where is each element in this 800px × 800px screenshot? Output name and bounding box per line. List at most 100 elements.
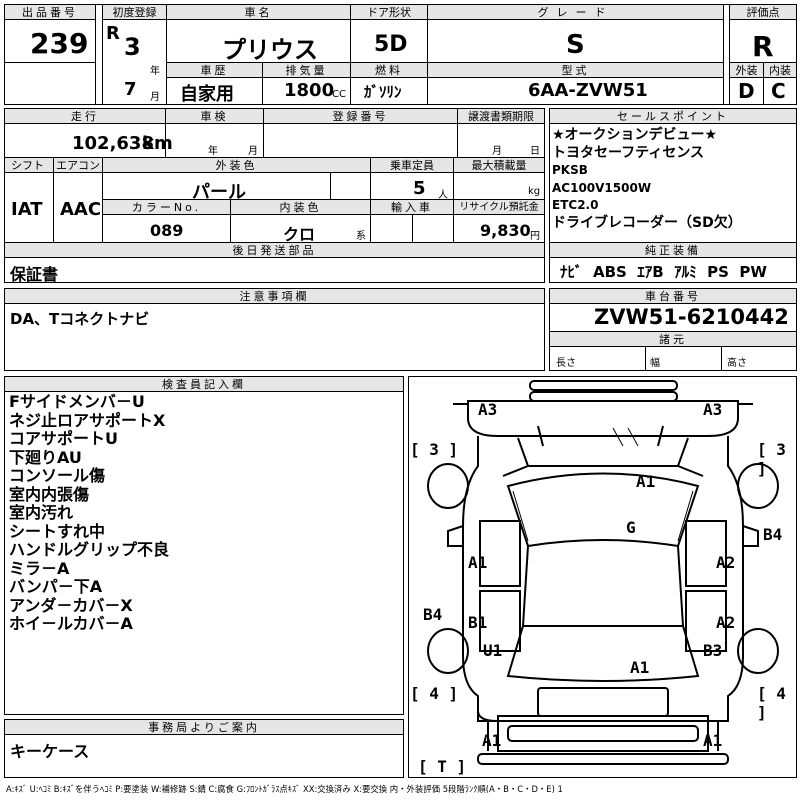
equipment-item: ABS [592, 263, 627, 281]
damage-mark: B4 [763, 525, 783, 544]
color-no-label: カラーNo. [103, 200, 230, 215]
reg-month: 7 [124, 79, 137, 100]
color-no: 089 [150, 221, 184, 240]
ac-label: エアコン [54, 158, 102, 173]
damage-mark: A2 [716, 613, 736, 632]
equipment-item: ｱﾙﾐ [674, 263, 697, 281]
office-label: 事務局よりご案内 [5, 720, 403, 735]
equipment-list: ﾅﾋﾞ ABS ｴｱB ｱﾙﾐ PS PW [560, 261, 767, 282]
legend: A:ｷｽﾞ U:ﾍｺﾐ B:ｷｽﾞを伴うﾍｺﾐ P:要塗装 W:補修跡 S:錆 … [6, 784, 563, 794]
reg-no-label: 登録番号 [264, 109, 457, 124]
equipment-label: 純正装備 [550, 243, 796, 258]
damage-mark: U1 [483, 641, 503, 660]
damage-mark: [ 3 ] [757, 440, 786, 478]
interior: C [771, 79, 786, 103]
grade-label: グレード [428, 5, 723, 20]
int-color-unit: 系 [356, 231, 366, 242]
import-label: 輸入車 [371, 200, 453, 215]
history: 自家用 [180, 84, 234, 105]
car-diagram-frame [408, 376, 797, 778]
inspector-line: ミラ－A [9, 558, 70, 578]
transfer-day-unit: 日 [530, 146, 540, 157]
color-label: 外装色 [103, 158, 370, 173]
sales-line: ★オークションデビュー★ [552, 127, 718, 143]
name-label: 車名 [167, 5, 350, 20]
sales-lines: ★オークションデビュー★ トヨタセーフティセンス PKSB AC100V1500… [552, 127, 792, 232]
displacement-label: 排気量 [263, 63, 350, 78]
damage-mark: A1 [630, 658, 650, 677]
ac: AAC [60, 199, 102, 220]
interior-label: 内装 [764, 63, 796, 78]
first-reg-label: 初度登録 [103, 5, 166, 20]
inspector-line: ホイ－ルカバ－A [9, 614, 133, 633]
header-block [4, 4, 797, 105]
inspector-label: 検査員記入欄 [5, 377, 403, 392]
later-label: 後日発送部品 [5, 243, 544, 258]
caution-block [4, 288, 545, 371]
damage-mark: [ 4 ] [410, 684, 459, 703]
damage-mark: A1 [636, 472, 656, 491]
capacity-label: 乗車定員 [371, 158, 453, 173]
door-label: ドア形状 [351, 5, 427, 20]
inspector-lines: Fサイドメンバ－U ネジ止ロアサポートX コアサポートU 下廻りAU コンソール… [9, 392, 169, 634]
grade: S [566, 30, 585, 60]
damage-mark: A1 [703, 731, 723, 750]
insp-month-unit: 月 [248, 146, 258, 157]
reg-month-unit: 月 [150, 92, 160, 103]
mileage: 102,638 [72, 133, 154, 154]
mileage-unit: km [142, 133, 173, 154]
equipment-item: ｴｱB [637, 263, 664, 281]
inspector-line: 室内内張傷 [9, 484, 90, 504]
mileage-label: 走行 [5, 109, 165, 124]
int-color-label: 内装色 [231, 200, 370, 215]
exterior-label: 外装 [730, 63, 763, 78]
chassis-block [549, 288, 797, 371]
sales-line: ドライブレコーダー（SD欠） [552, 214, 742, 231]
equipment-item: PS [707, 263, 729, 281]
length-label: 長さ [556, 358, 576, 369]
transfer-label: 譲渡書類期限 [458, 109, 544, 124]
equipment-item: ﾅﾋﾞ [560, 263, 583, 281]
inspection-label: 車検 [166, 109, 263, 124]
office-block [4, 719, 404, 778]
chassis-label: 車台番号 [550, 289, 796, 304]
details-block [4, 108, 545, 283]
era: R [106, 23, 120, 44]
recycle-label: リサイクル預託金 [454, 200, 544, 215]
inspector-line: Fサイドメンバ－U [9, 392, 145, 411]
insp-year-unit: 年 [208, 146, 218, 157]
transfer-month-unit: 月 [492, 146, 502, 157]
load-unit: kg [528, 186, 541, 197]
inspector-line: 室内汚れ [9, 503, 74, 522]
fuel-label: 燃料 [351, 63, 427, 78]
lot-no-label: 出品番号 [5, 5, 95, 20]
damage-mark: [ 4 ] [757, 684, 786, 722]
door: 5D [374, 32, 408, 57]
sales-line: ETC2.0 [552, 198, 599, 212]
damage-mark: B1 [468, 613, 488, 632]
sales-line: トヨタセーフティセンス [552, 144, 705, 161]
displacement: 1800 [284, 80, 335, 101]
recycle-unit: 円 [530, 231, 540, 242]
inspector-line: シートすれ中 [9, 521, 106, 541]
capacity-unit: 人 [438, 190, 448, 201]
sales-line: PKSB [552, 163, 588, 177]
score-label: 評価点 [730, 5, 796, 20]
inspector-line: 下廻りAU [9, 447, 82, 467]
capacity: 5 [413, 178, 426, 199]
damage-mark: [ T ] [418, 757, 467, 776]
damage-mark: A1 [468, 553, 488, 572]
color: パール [192, 182, 246, 203]
displacement-unit: CC [332, 89, 346, 100]
damage-mark: A3 [703, 400, 723, 419]
load-label: 最大積載量 [454, 158, 544, 173]
reg-year: 3 [124, 33, 141, 61]
recycle: 9,830 [480, 221, 531, 240]
damage-mark: G [626, 518, 636, 537]
dims-label: 諸元 [550, 332, 796, 347]
reg-year-unit: 年 [150, 66, 160, 77]
damage-mark: B4 [423, 605, 443, 624]
height-label: 高さ [727, 358, 747, 369]
office-text: キーケース [10, 742, 90, 761]
caution-text: DA、Tコネクトナビ [10, 310, 150, 328]
